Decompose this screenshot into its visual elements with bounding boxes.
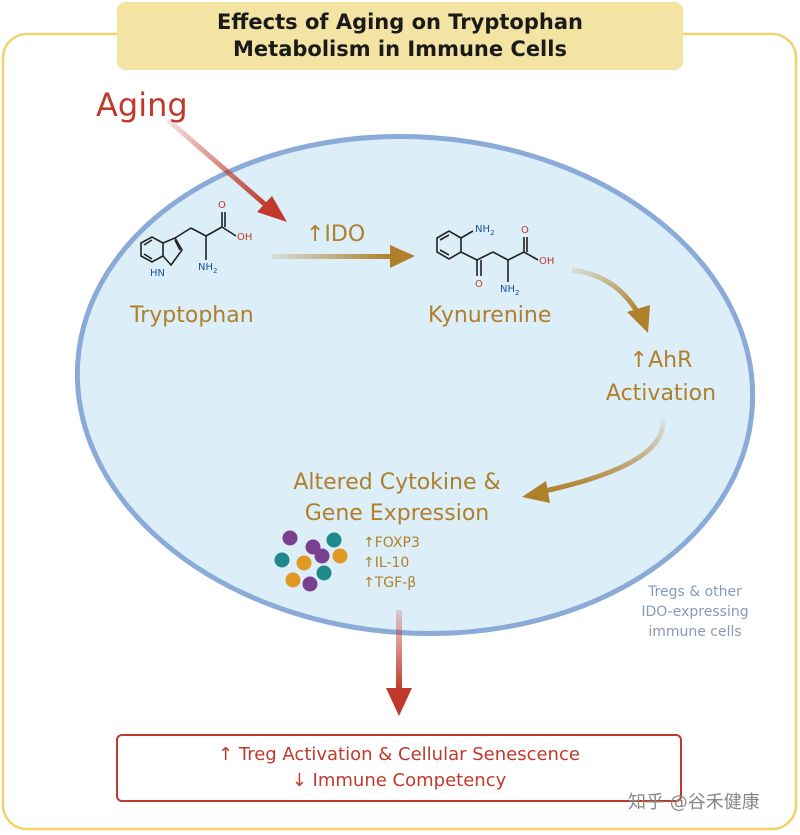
cytokine-particle bbox=[274, 552, 290, 568]
cytokine-line-2: Gene Expression bbox=[304, 501, 490, 526]
cytokine-particle bbox=[314, 548, 330, 564]
ahr-line-1: ↑AhR bbox=[629, 348, 693, 373]
ahr-arrow bbox=[571, 267, 650, 333]
tryptophan-structure-icon bbox=[140, 212, 237, 267]
tryptophan-nh2-label: NH2 bbox=[198, 262, 218, 275]
cytokine-line-1: Altered Cytokine & bbox=[293, 470, 501, 495]
gene-item: ↑TGF-β bbox=[363, 575, 417, 591]
tryptophan-o-label: O bbox=[218, 200, 226, 211]
tryptophan-hn-label: HN bbox=[150, 268, 165, 279]
cell-type-line-3: immune cells bbox=[648, 624, 742, 640]
kynurenine-structure-icon bbox=[436, 230, 539, 282]
cytokine-particle bbox=[302, 576, 318, 592]
kynurenine-nh2-label: NH2 bbox=[500, 284, 520, 297]
title-line-2: Metabolism in Immune Cells bbox=[233, 37, 567, 61]
aging-arrow bbox=[166, 118, 287, 222]
ido-arrow bbox=[272, 245, 415, 268]
outcome-box: ↑ Treg Activation & Cellular Senescence … bbox=[116, 734, 682, 802]
cytokine-particle bbox=[326, 532, 342, 548]
tryptophan-oh-label: OH bbox=[237, 232, 253, 243]
aging-label: Aging bbox=[96, 86, 188, 124]
cell-type-line-1: Tregs & other bbox=[648, 584, 742, 600]
cytokine-label: Altered Cytokine & Gene Expression bbox=[272, 467, 522, 529]
kynurenine-acid-o-label: O bbox=[521, 225, 529, 236]
cell-type-line-2: IDO-expressing bbox=[641, 604, 749, 620]
cytokine-arrow bbox=[522, 417, 666, 503]
gene-list: ↑FOXP3 ↑IL-10 ↑TGF-β bbox=[363, 533, 420, 593]
kynurenine-label: Kynurenine bbox=[428, 303, 552, 328]
tryptophan-label: Tryptophan bbox=[130, 303, 254, 328]
kynurenine-oh-label: OH bbox=[539, 256, 555, 267]
watermark-text: 知乎 @谷禾健康 bbox=[628, 792, 760, 813]
cytokine-particles bbox=[274, 530, 348, 592]
ido-label: ↑IDO bbox=[306, 222, 366, 247]
cytokine-particle bbox=[282, 530, 298, 546]
title-line-1: Effects of Aging on Tryptophan bbox=[217, 10, 583, 34]
title-banner: Effects of Aging on Tryptophan Metabolis… bbox=[117, 2, 683, 70]
cytokine-particle bbox=[285, 572, 301, 588]
gene-item: ↑FOXP3 bbox=[363, 535, 420, 551]
kynurenine-ring-nh2-label: NH2 bbox=[475, 224, 495, 237]
cytokine-particle bbox=[316, 565, 332, 581]
gene-item: ↑IL-10 bbox=[363, 555, 410, 571]
cytokine-particle bbox=[296, 555, 312, 571]
ahr-activation-label: ↑AhR Activation bbox=[590, 344, 732, 410]
outcome-line-2: ↓ Immune Competency bbox=[291, 770, 507, 791]
ahr-line-2: Activation bbox=[605, 381, 717, 406]
cytokine-particle bbox=[332, 548, 348, 564]
kynurenine-ketone-o-label: O bbox=[475, 279, 483, 290]
outcome-arrow bbox=[386, 610, 412, 716]
outcome-line-1: ↑ Treg Activation & Cellular Senescence bbox=[218, 744, 580, 765]
cell-type-label: Tregs & other IDO-expressing immune cell… bbox=[626, 582, 764, 642]
